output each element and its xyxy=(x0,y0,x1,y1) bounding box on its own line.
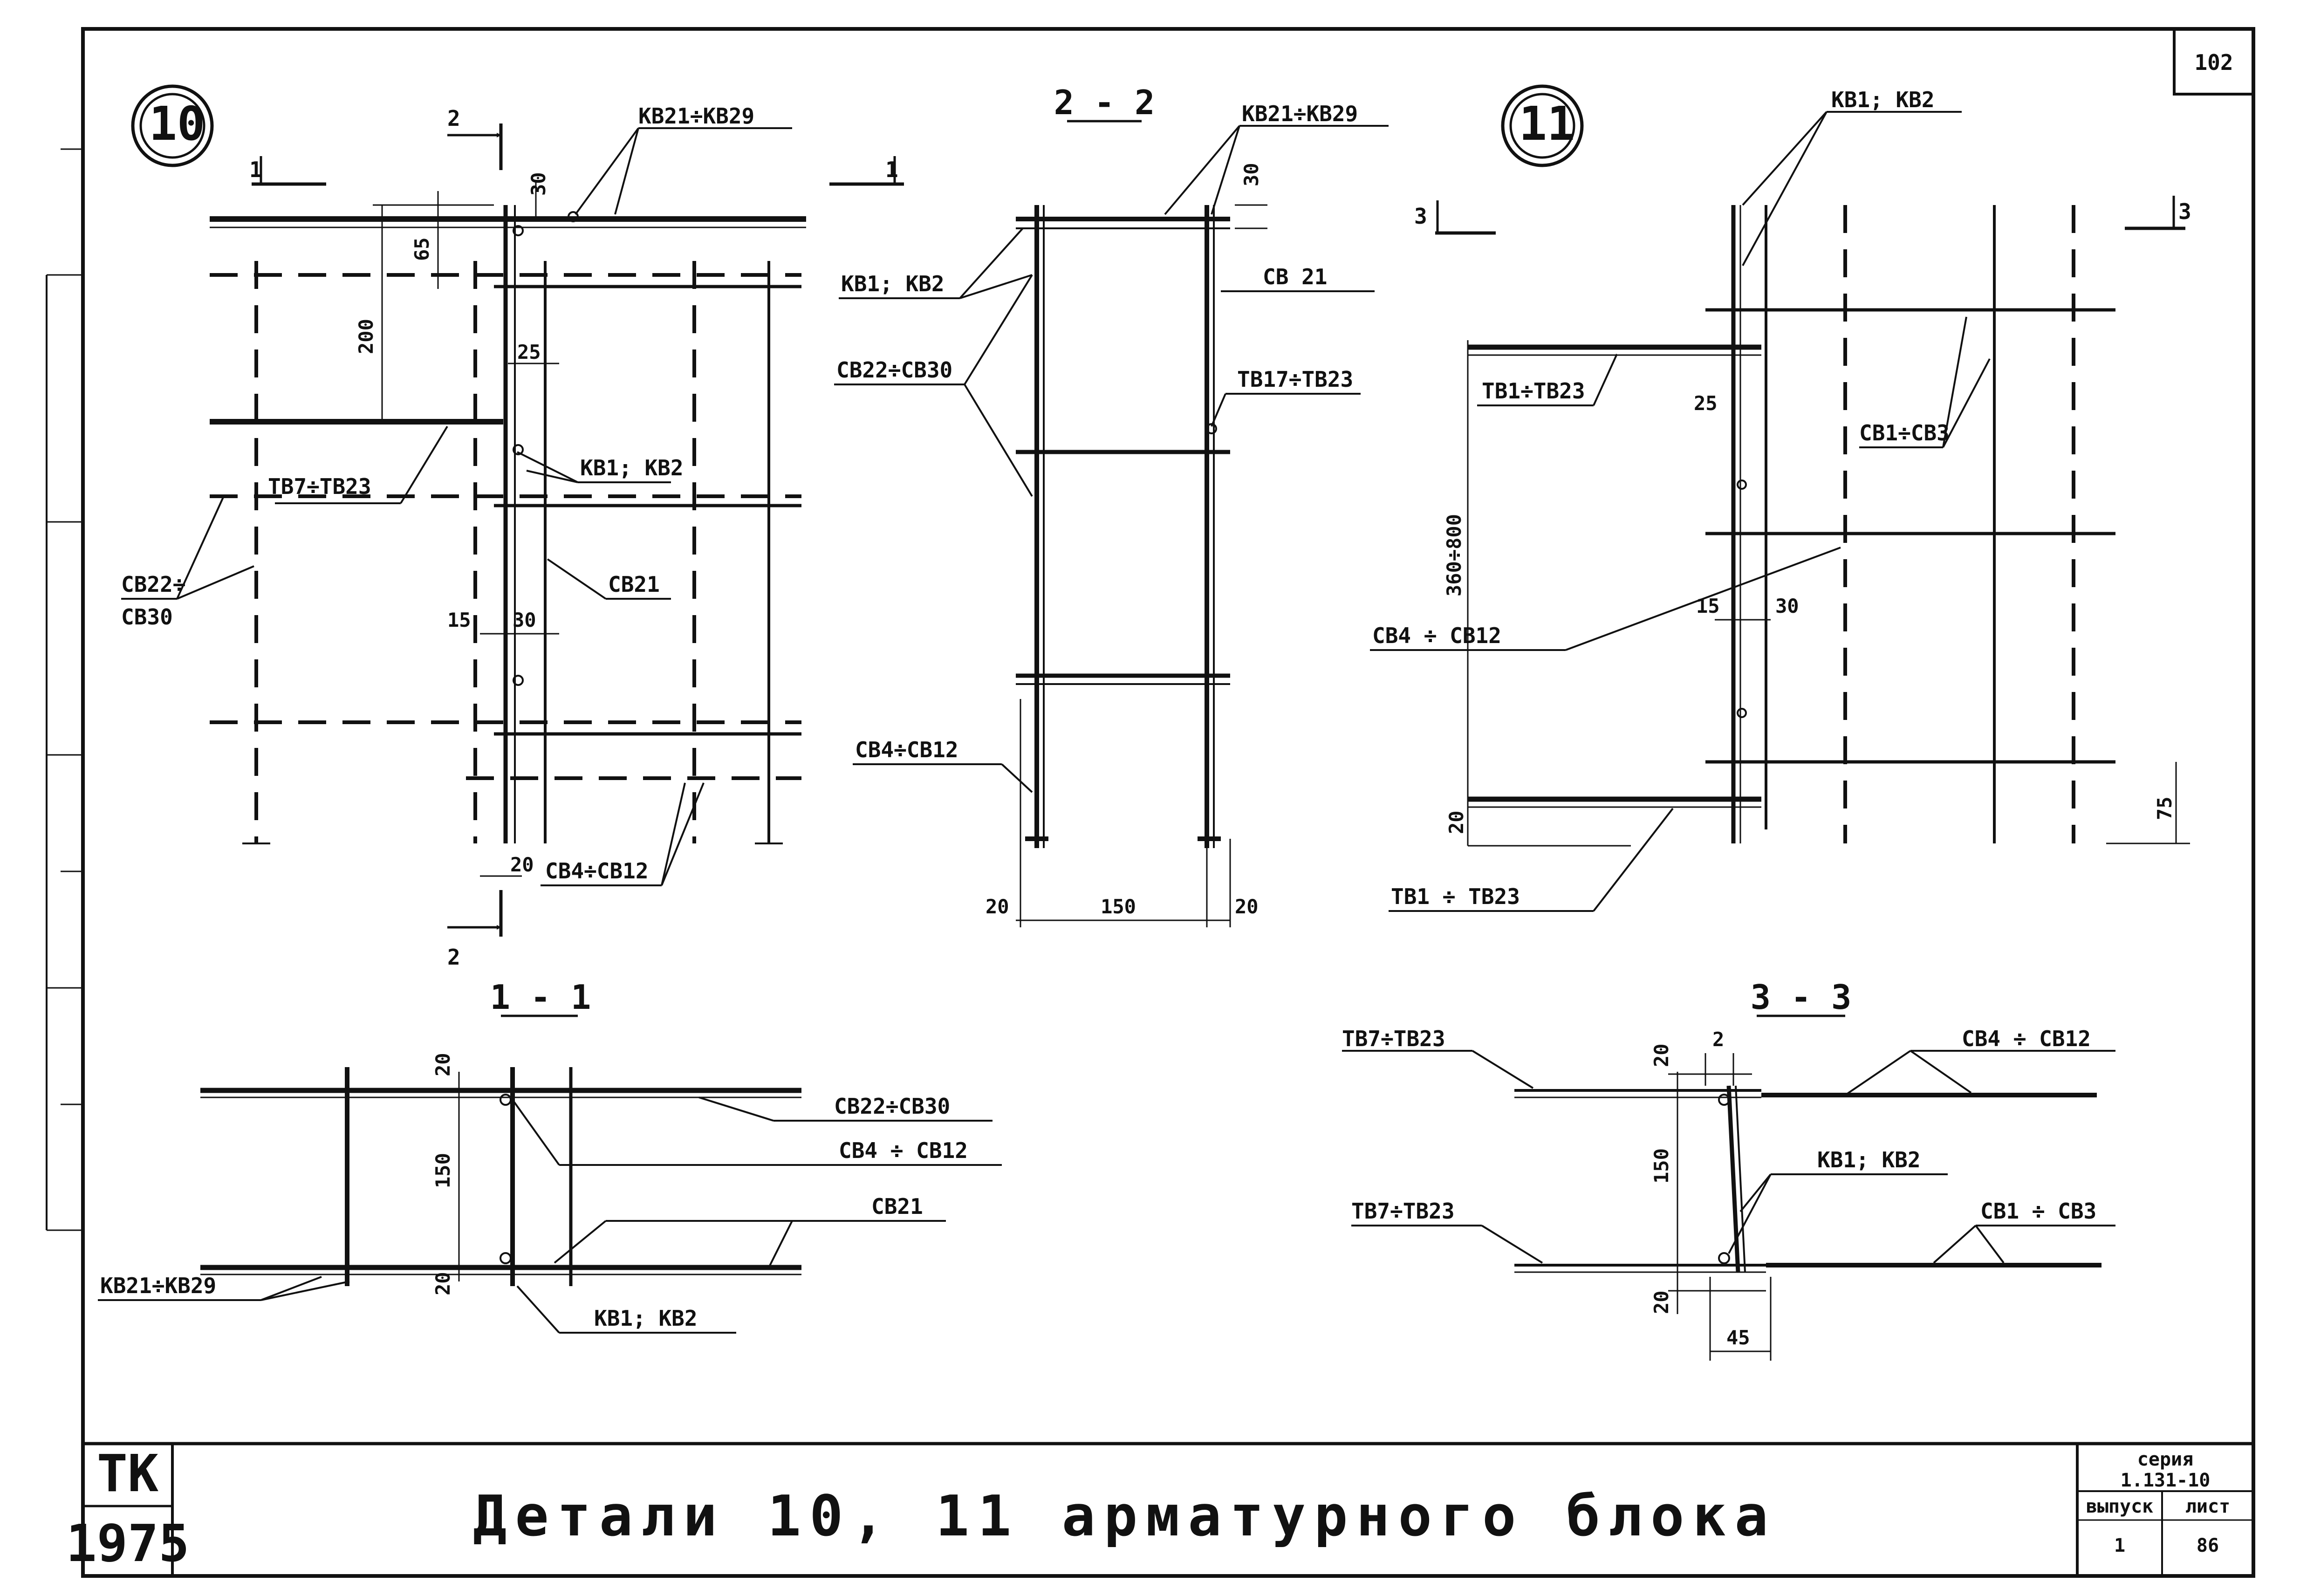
detail-11-label-cb4: СВ4 ÷ СВ12 xyxy=(1372,623,1501,648)
detail-11-cut-3-left: 3 xyxy=(1414,204,1427,229)
section-3-3-label-cb4: СВ4 ÷ СВ12 xyxy=(1962,1026,2091,1051)
detail-10-dim-200: 200 xyxy=(355,319,377,354)
series-label: серия xyxy=(2137,1449,2193,1470)
detail-10-dim-20: 20 xyxy=(510,853,534,876)
section-2-2-drawing xyxy=(834,120,1389,927)
detail-11-dim-30: 30 xyxy=(1775,595,1799,617)
section-2-2-label-cb4: СВ4÷СВ12 xyxy=(855,737,958,762)
section-1-1-label-kb21: КВ21÷КВ29 xyxy=(100,1273,216,1298)
section-2-2-label-cb22: СВ22÷СВ30 xyxy=(836,357,952,383)
detail-10-dim-15: 15 xyxy=(447,609,471,631)
detail-11-dim-25: 25 xyxy=(1694,392,1718,415)
detail-10-label-kb1: КВ1; КВ2 xyxy=(580,455,684,480)
section-1-1-dim-20b: 20 xyxy=(431,1272,454,1295)
detail-11-label-tb1: ТВ1÷ТВ23 xyxy=(1482,378,1585,404)
detail-10-cut-2-bottom: 2 xyxy=(447,945,460,970)
detail-10-label-cb22: СВ22÷ xyxy=(121,572,185,597)
section-2-2-label-kb1: КВ1; КВ2 xyxy=(841,271,945,296)
sheet-frame xyxy=(46,27,2255,1578)
page-number: 102 xyxy=(2194,50,2233,75)
section-1-1-dim-20a: 20 xyxy=(431,1053,454,1076)
detail-10-dim-30b: 30 xyxy=(513,609,536,631)
section-2-2-title: 2 - 2 xyxy=(1054,83,1155,122)
detail-11-label-kb1: КВ1; КВ2 xyxy=(1831,87,1935,112)
section-3-3-dim-150: 150 xyxy=(1650,1148,1673,1184)
detail-10-cut-2-top: 2 xyxy=(447,106,460,131)
detail-11-dim-20: 20 xyxy=(1445,810,1468,834)
section-2-2-dim-20a: 20 xyxy=(986,895,1009,918)
section-2-2-dim-20b: 20 xyxy=(1235,895,1259,918)
detail-10-cut-1-right: 1 xyxy=(885,157,898,182)
section-3-3-label-tb7b: ТВ7÷ТВ23 xyxy=(1351,1199,1455,1224)
section-1-1-label-cb4: СВ4 ÷ СВ12 xyxy=(839,1138,968,1163)
section-1-1-label-cb21: СВ21 xyxy=(871,1194,923,1219)
section-2-2-label-tb17: ТВ17÷ТВ23 xyxy=(1237,367,1353,392)
section-3-3-dim-2: 2 xyxy=(1712,1028,1724,1051)
issue-label: выпуск xyxy=(2086,1496,2154,1517)
section-2-2-label-cb21: СВ 21 xyxy=(1263,264,1327,289)
detail-11-number: 11 xyxy=(1519,96,1575,151)
section-1-1-label-cb22: СВ22÷СВ30 xyxy=(834,1094,950,1119)
section-1-1-dim-150: 150 xyxy=(431,1153,454,1188)
detail-11-dim-15: 15 xyxy=(1696,595,1720,617)
detail-10-label-cb30: СВ30 xyxy=(121,604,173,630)
detail-10-dim-30: 30 xyxy=(527,172,550,196)
section-3-3-label-tb7a: ТВ7÷ТВ23 xyxy=(1342,1026,1445,1051)
sheet-label: лист xyxy=(2185,1496,2230,1517)
detail-10-label-cb4: СВ4÷СВ12 xyxy=(545,858,649,884)
section-3-3-drawing xyxy=(1342,1014,2115,1361)
detail-11-label-cb1: СВ1÷СВ3 xyxy=(1859,420,1950,445)
detail-10-number: 10 xyxy=(149,96,205,151)
detail-10-dim-65: 65 xyxy=(411,237,433,261)
section-3-3-label-cb1: СВ1 ÷ СВ3 xyxy=(1980,1199,2096,1224)
detail-11-cut-3-right: 3 xyxy=(2178,199,2191,224)
detail-10-label-kb21: КВ21÷КВ29 xyxy=(638,103,754,129)
sheet-value: 86 xyxy=(2197,1535,2219,1556)
detail-11-dim-75: 75 xyxy=(2153,796,2176,820)
section-3-3-title: 3 - 3 xyxy=(1751,978,1852,1017)
section-2-2-label-kb21: КВ21÷КВ29 xyxy=(1242,101,1358,126)
detail-11-dim-360: 360÷800 xyxy=(1443,514,1465,596)
section-3-3-dim-20b: 20 xyxy=(1650,1290,1673,1314)
detail-10-drawing xyxy=(121,84,904,937)
detail-11-label-tb1b: ТВ1 ÷ ТВ23 xyxy=(1391,884,1520,909)
section-2-2-dim-30: 30 xyxy=(1240,163,1263,186)
detail-10-label-tb7: ТВ7÷ТВ23 xyxy=(268,474,371,499)
section-1-1-label-kb1: КВ1; КВ2 xyxy=(594,1306,698,1331)
detail-10-cut-1-left: 1 xyxy=(249,157,262,182)
section-2-2-dim-150: 150 xyxy=(1101,895,1136,918)
detail-10-dim-25: 25 xyxy=(517,341,541,363)
section-3-3-dim-20a: 20 xyxy=(1650,1043,1673,1067)
section-3-3-label-kb1: КВ1; КВ2 xyxy=(1817,1147,1921,1172)
issue-value: 1 xyxy=(2114,1535,2125,1556)
section-1-1-drawing xyxy=(98,1014,1002,1334)
year: 1975 xyxy=(66,1514,190,1573)
series-value: 1.131-10 xyxy=(2121,1470,2211,1491)
section-1-1-title: 1 - 1 xyxy=(490,978,591,1017)
detail-10-label-cb21: СВ21 xyxy=(608,572,660,597)
org-code: ТК xyxy=(97,1444,158,1503)
section-3-3-dim-45: 45 xyxy=(1726,1326,1750,1349)
detail-11-drawing xyxy=(1370,84,2190,912)
drawing-title: Детали 10, 11 арматурного блока xyxy=(473,1484,1777,1549)
